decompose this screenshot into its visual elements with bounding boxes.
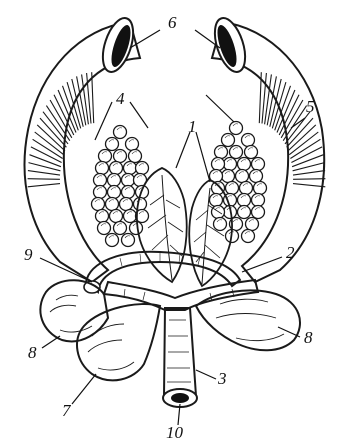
grape-lobe (114, 222, 127, 235)
grape-lobe (136, 162, 149, 175)
left-leaf-body (137, 168, 187, 282)
grape-lobe (108, 174, 121, 187)
label-10: 10 (166, 423, 184, 440)
central-stem (163, 308, 197, 407)
label-3: 3 (217, 369, 227, 388)
grape-lobe (106, 234, 119, 247)
grape-lobe (212, 206, 225, 219)
label-2: 2 (286, 243, 295, 262)
grape-lobe (230, 146, 243, 159)
label-8-right: 8 (304, 328, 313, 347)
grape-lobe (99, 150, 112, 163)
grape-lobe (114, 126, 127, 139)
grape-lobe (110, 162, 123, 175)
grape-lobe (212, 158, 225, 171)
label-8-left: 8 (28, 343, 37, 362)
grape-lobe (106, 198, 119, 211)
grape-lobe (122, 186, 135, 199)
grape-lobe (212, 182, 225, 195)
grape-lobe (122, 174, 135, 187)
grape-lobe (129, 150, 142, 163)
grape-lobe (214, 218, 227, 231)
grape-lobe (240, 182, 253, 195)
grape-lobe (96, 162, 109, 175)
right-grape-cluster (210, 122, 267, 243)
grape-lobe (242, 230, 255, 243)
grape-lobe (238, 194, 251, 207)
grape-lobe (254, 182, 267, 195)
left-grape-cluster (92, 126, 149, 247)
grape-lobe (124, 162, 137, 175)
label-4: 4 (116, 89, 125, 108)
grape-lobe (124, 210, 137, 223)
grape-lobe (230, 122, 243, 135)
label-5: 5 (306, 97, 315, 116)
grape-lobe (252, 194, 265, 207)
grape-lobe (222, 134, 235, 147)
grape-lobe (134, 198, 147, 211)
label-9: 9 (24, 245, 33, 264)
grape-lobe (242, 134, 255, 147)
grape-lobe (120, 198, 133, 211)
grape-lobe (224, 158, 237, 171)
grape-lobe (238, 158, 251, 171)
left-tube-opening (97, 14, 139, 75)
grape-lobe (238, 206, 251, 219)
grape-lobe (236, 170, 249, 183)
label-6: 6 (168, 13, 177, 32)
grape-lobe (246, 218, 259, 231)
grape-lobe (252, 206, 265, 219)
grape-lobe (250, 170, 263, 183)
grape-lobe (222, 170, 235, 183)
grape-lobe (110, 210, 123, 223)
grape-lobe (210, 194, 223, 207)
grape-lobe (94, 186, 107, 199)
grape-lobe (122, 234, 135, 247)
grape-lobe (108, 186, 121, 199)
label-1: 1 (188, 117, 197, 136)
grape-lobe (215, 146, 228, 159)
grape-lobe (226, 182, 239, 195)
label-7: 7 (62, 401, 72, 420)
grape-lobe (245, 146, 258, 159)
grape-lobe (96, 210, 109, 223)
left-inner-sac (77, 304, 160, 380)
grape-lobe (92, 198, 105, 211)
grape-lobe (252, 158, 265, 171)
grape-lobe (98, 222, 111, 235)
grape-lobe (94, 174, 107, 187)
grape-lobe (130, 222, 143, 235)
grape-lobe (126, 138, 139, 151)
grape-lobe (114, 150, 127, 163)
grape-lobe (106, 138, 119, 151)
